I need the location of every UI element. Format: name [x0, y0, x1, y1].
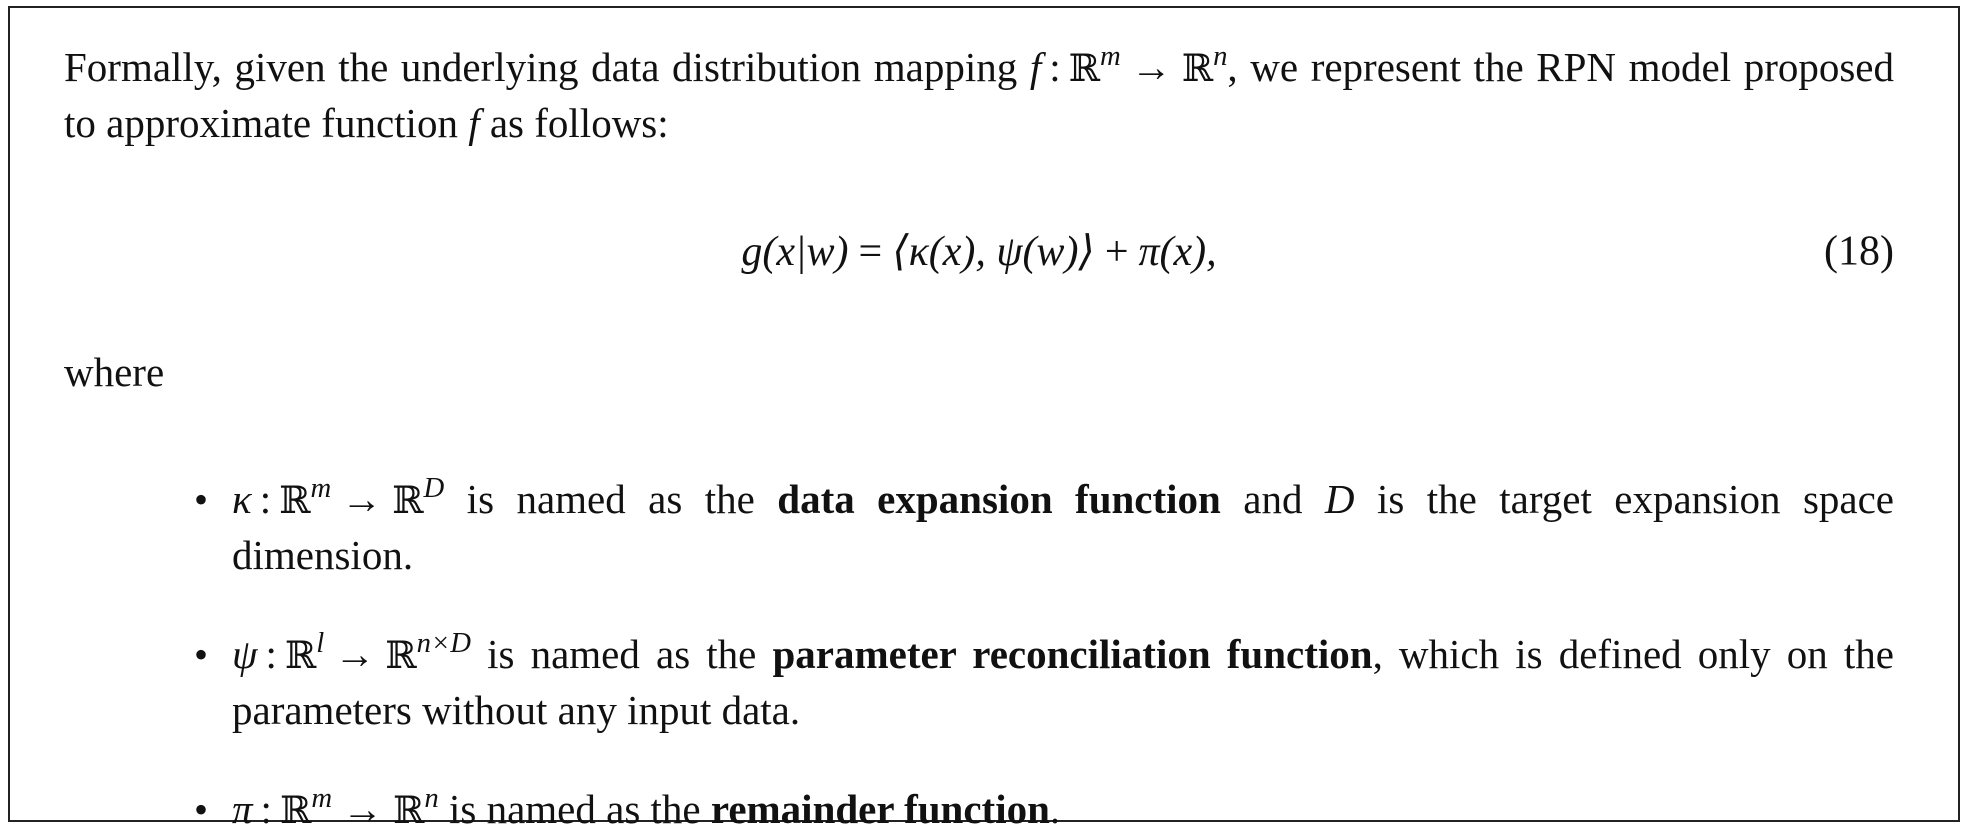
intro-text-1: Formally, given the underlying data dist…: [64, 44, 1030, 90]
math-reals: ℝ: [393, 788, 425, 832]
definition-text: is named as the: [444, 476, 778, 522]
math-colon: :: [259, 476, 272, 522]
math-exp: D: [423, 472, 445, 505]
definition-item-psi: •ψ:ℝl→ℝn×D is named as the parameter rec…: [64, 627, 1894, 738]
math-arrow: →: [342, 786, 384, 832]
math-colon: :: [265, 631, 277, 677]
math-reals: ℝ: [279, 788, 312, 832]
math-reals: ℝ: [279, 478, 311, 522]
math-colon: :: [1049, 44, 1061, 90]
math-exp: m: [311, 782, 333, 815]
equation-18: g(x|w) = ⟨κ(x), ψ(w)⟩ + π(x), (18): [64, 207, 1894, 297]
math-kappa: κ: [232, 476, 252, 522]
content-frame: Formally, given the underlying data dist…: [8, 6, 1960, 832]
definition-text: and: [1220, 476, 1325, 522]
definition-text: is named as the: [471, 631, 773, 677]
math-exp-m: m: [1100, 40, 1121, 73]
intro-text-3: as follows:: [479, 100, 669, 146]
math-exp: n: [424, 782, 439, 815]
math-reals: ℝ: [392, 478, 424, 522]
math-exp: m: [310, 472, 332, 505]
definition-text: , which is defined only on the parameter…: [232, 631, 1894, 733]
math-exp-n: n: [1213, 40, 1228, 73]
definition-text: .: [1049, 786, 1061, 832]
equation-lhs: g(x|w): [741, 228, 849, 275]
math-pi: π: [232, 786, 253, 832]
math-reals: ℝ: [284, 633, 317, 677]
math-arrow: →: [1130, 44, 1172, 90]
equation-equals: =: [858, 228, 883, 275]
where-label: where: [64, 349, 165, 395]
math-reals: ℝ: [1068, 46, 1100, 90]
definition-term: remainder function: [710, 786, 1050, 832]
bullet-icon: •: [194, 787, 209, 832]
equation-number: (18): [1824, 228, 1894, 275]
definition-text: is the target expansion space dimension.: [232, 476, 1894, 578]
equation-remainder-term: π(x),: [1138, 228, 1217, 275]
math-f: f: [1029, 44, 1042, 90]
definition-list: •κ:ℝm→ℝD is named as the data expansion …: [64, 472, 1894, 838]
math-reals: ℝ: [385, 633, 417, 677]
math-reals: ℝ: [1181, 46, 1214, 90]
definition-item-kappa: •κ:ℝm→ℝD is named as the data expansion …: [64, 472, 1894, 583]
definition-term: data expansion function: [777, 476, 1221, 522]
intro-text-2: , we represent the RPN model proposed to…: [64, 44, 1895, 146]
intro-paragraph: Formally, given the underlying data dist…: [64, 40, 1894, 151]
paper-excerpt: Formally, given the underlying data dist…: [64, 26, 1894, 838]
math-exp: l: [316, 627, 325, 660]
math-psi: ψ: [232, 631, 258, 677]
math-arrow: →: [334, 631, 376, 677]
equation-inner-product: ⟨κ(x), ψ(w)⟩: [892, 228, 1095, 275]
math-colon: :: [260, 786, 272, 832]
definition-text: is named as the: [438, 786, 711, 832]
math-exp: n×D: [416, 627, 471, 660]
bullet-icon: •: [194, 477, 209, 522]
equation-plus: +: [1104, 228, 1129, 275]
bullet-icon: •: [194, 632, 209, 677]
definition-item-pi: •π:ℝm→ℝn is named as the remainder funct…: [64, 782, 1894, 838]
math-D: D: [1324, 476, 1355, 522]
definition-term: parameter reconciliation function: [772, 631, 1373, 677]
math-f: f: [468, 100, 480, 146]
math-arrow: →: [341, 476, 383, 522]
